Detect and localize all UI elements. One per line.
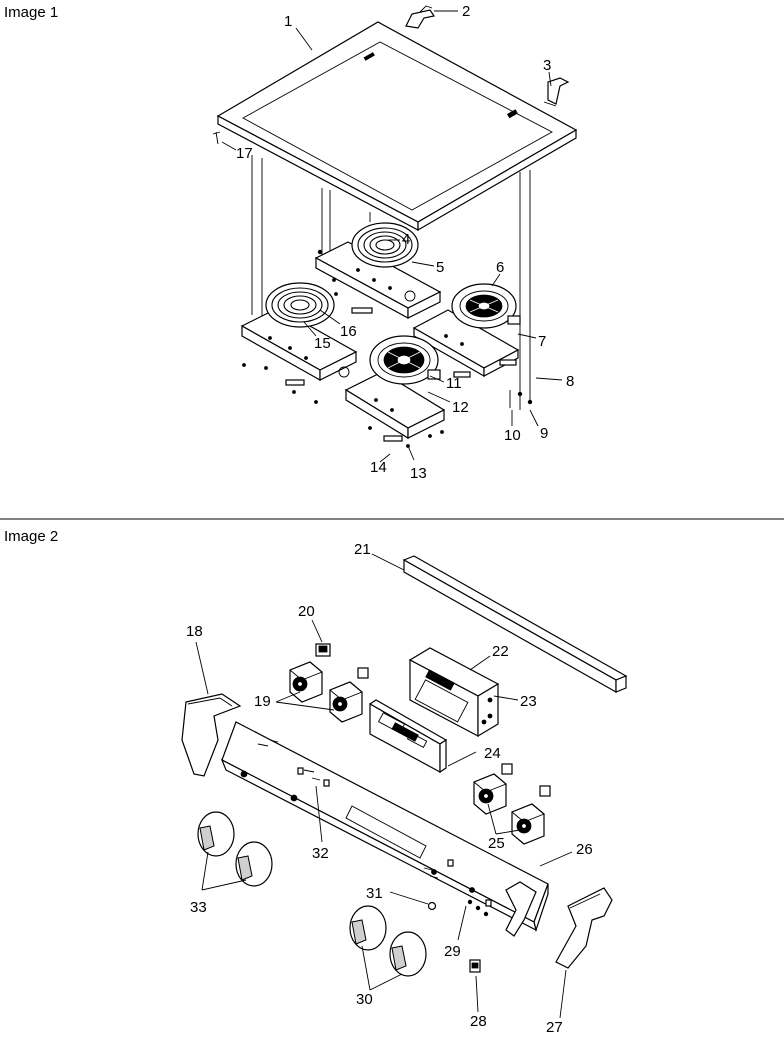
image-2-section: Image 2 [4,528,628,1036]
callout-1: 1 [284,13,292,30]
knob-33b [235,841,273,887]
electronic-control [408,647,500,738]
callout-11: 11 [446,375,462,392]
touch-panel-overlay [368,699,448,774]
callout-30: 30 [356,991,373,1008]
infinite-switch-25a [473,763,513,815]
clip-28 [469,959,481,973]
callout-28: 28 [470,1013,487,1030]
callout-31: 31 [366,885,383,902]
callouts-image-1: 1 2 3 4 5 6 7 8 9 10 11 12 13 14 15 16 1… [236,3,574,482]
callout-21: 21 [354,541,371,558]
element-bracket-rear-left [314,212,442,320]
infinite-switch-25b [511,785,551,845]
leader-lines-image-2 [195,553,573,1019]
grommet-31 [427,901,437,911]
panel-screws [257,739,489,917]
callout-9: 9 [540,425,548,442]
cooktop-glass [216,21,578,232]
callout-4: 4 [402,231,410,248]
callout-26: 26 [576,841,593,858]
callout-13: 13 [410,465,427,482]
callout-20: 20 [298,603,315,620]
callout-16: 16 [340,323,357,340]
callout-29: 29 [444,943,461,960]
callout-14: 14 [370,459,387,476]
callout-32: 32 [312,845,329,862]
callout-22: 22 [492,643,509,660]
callout-18: 18 [186,623,203,640]
callout-19: 19 [254,693,271,710]
callout-8: 8 [566,373,574,390]
callout-5: 5 [436,259,444,276]
callout-23: 23 [520,693,537,710]
callout-17: 17 [236,145,253,162]
section-title-image-1: Image 1 [4,4,58,21]
callouts-image-2: 18 19 20 21 22 23 24 25 26 27 28 29 30 3… [186,541,593,1036]
element-bracket-right [412,283,521,378]
infinite-switch-19a [289,661,323,703]
end-cap-right [555,887,613,969]
section-title-image-2: Image 2 [4,528,58,545]
callout-2: 2 [462,3,470,20]
callout-25: 25 [488,835,505,852]
element-bracket-front [344,335,446,448]
end-cap-left [181,693,242,777]
hinge-bracket-3 [543,77,570,107]
hinge-bracket-2 [405,5,435,29]
support-rods [251,155,531,410]
trim-strip [402,555,628,694]
callout-10: 10 [504,427,521,444]
leader-lines-image-1 [221,10,563,463]
callout-24: 24 [484,745,501,762]
callout-33: 33 [190,899,207,916]
switch-20 [315,643,331,657]
knob-30a [349,905,387,951]
callout-7: 7 [538,333,546,350]
screw-17 [212,131,221,145]
callout-27: 27 [546,1019,563,1036]
callout-15: 15 [314,335,331,352]
screws-9-10 [509,390,533,408]
callout-6: 6 [496,259,504,276]
element-bracket-left [240,282,358,404]
control-panel [220,721,549,937]
infinite-switch-19b [329,667,369,723]
knob-33a [197,811,235,857]
callout-3: 3 [543,57,551,74]
knob-30b [389,931,427,977]
image-1-section: Image 1 [4,3,578,482]
callout-12: 12 [452,399,469,416]
